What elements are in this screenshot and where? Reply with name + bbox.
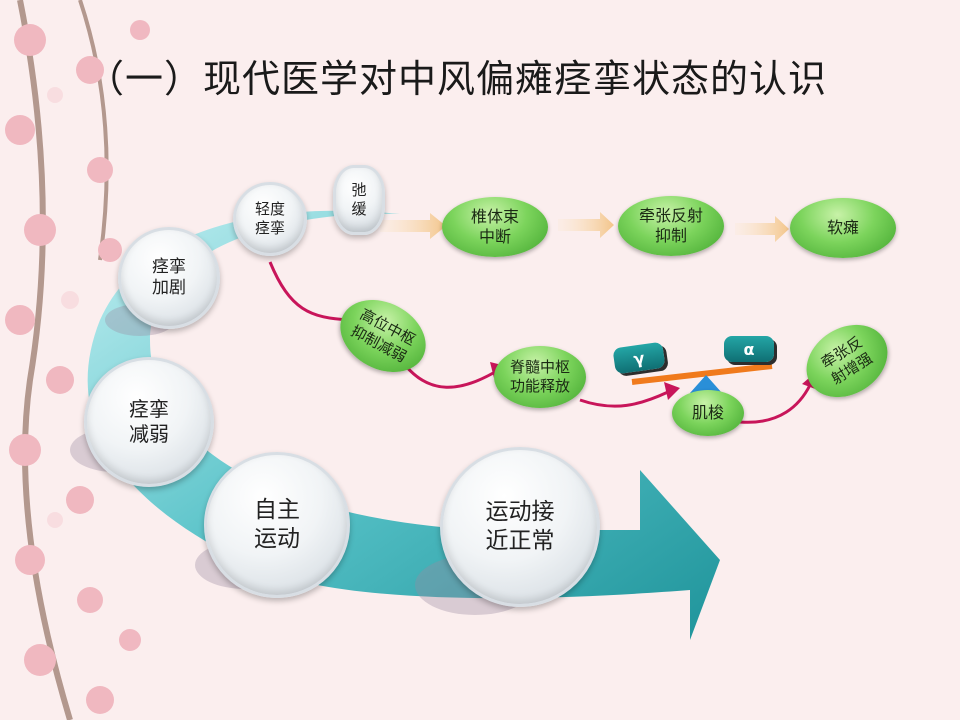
node-pyramidal-interruption: 椎体束中断 <box>442 197 548 257</box>
stage-reduce-spasm: 痉挛减弱 <box>84 357 214 487</box>
stage-voluntary-line1: 自主 <box>254 497 300 524</box>
stage-normal-line2: 近正常 <box>485 528 555 554</box>
curve-arrow-3 <box>579 390 669 408</box>
blossom-decoration <box>5 0 150 720</box>
stage-mild-spasm: 轻度痉挛 <box>233 182 307 256</box>
flow-arrow-2 <box>558 212 614 238</box>
stage-reduce-line2: 减弱 <box>129 422 169 446</box>
alpha-box: α <box>724 336 774 362</box>
node-top1-line2: 中断 <box>478 227 511 246</box>
stage-near-normal: 运动接近正常 <box>440 447 600 607</box>
node-reflex-inhibition: 牵张反射抑制 <box>618 196 724 256</box>
page-title: （一）现代医学对中风偏瘫痉挛状态的认识 <box>86 57 828 101</box>
node-top3-line1: 软瘫 <box>826 218 859 237</box>
curve-arrow-4 <box>739 384 812 424</box>
stage-voluntary-line2: 运动 <box>254 526 300 552</box>
stage-worse-line2: 加剧 <box>152 278 186 298</box>
fulcrum <box>690 375 722 393</box>
flow-arrow-1 <box>380 213 446 239</box>
node-spinal-release: 脊髓中枢功能释放 <box>494 346 586 408</box>
node-spindle-label: 肌梭 <box>691 403 724 422</box>
curve-arrow-2 <box>403 364 496 389</box>
node-top2-line2: 抑制 <box>654 226 687 245</box>
node-muscle-spindle: 肌梭 <box>672 390 744 436</box>
node-bottom2-line2: 功能释放 <box>509 377 570 395</box>
stage-mild-line2: 痉挛 <box>254 219 285 237</box>
lever-bar <box>631 363 773 385</box>
node-bottom2-line1: 脊髓中枢 <box>509 358 570 377</box>
stage-relax: 弛缓 <box>333 165 385 235</box>
stage-voluntary: 自主运动 <box>204 452 350 598</box>
stage-relax-line1: 弛 <box>351 181 367 200</box>
node-top2-line1: 牵张反射 <box>638 206 703 225</box>
stage-mild-line1: 轻度 <box>254 200 285 219</box>
stage-worse-line1: 痉挛 <box>152 256 186 277</box>
curve-arrow-1 <box>268 261 351 322</box>
node-top1-line1: 椎体束 <box>470 207 519 226</box>
stage-worse-spasm: 痉挛加剧 <box>118 227 220 329</box>
stage-reduce-line1: 痉挛 <box>129 397 169 421</box>
stage-normal-line1: 运动接 <box>485 499 555 526</box>
flow-arrow-3 <box>735 216 789 242</box>
node-flaccid: 软瘫 <box>790 198 896 258</box>
stage-relax-line2: 缓 <box>351 200 367 218</box>
